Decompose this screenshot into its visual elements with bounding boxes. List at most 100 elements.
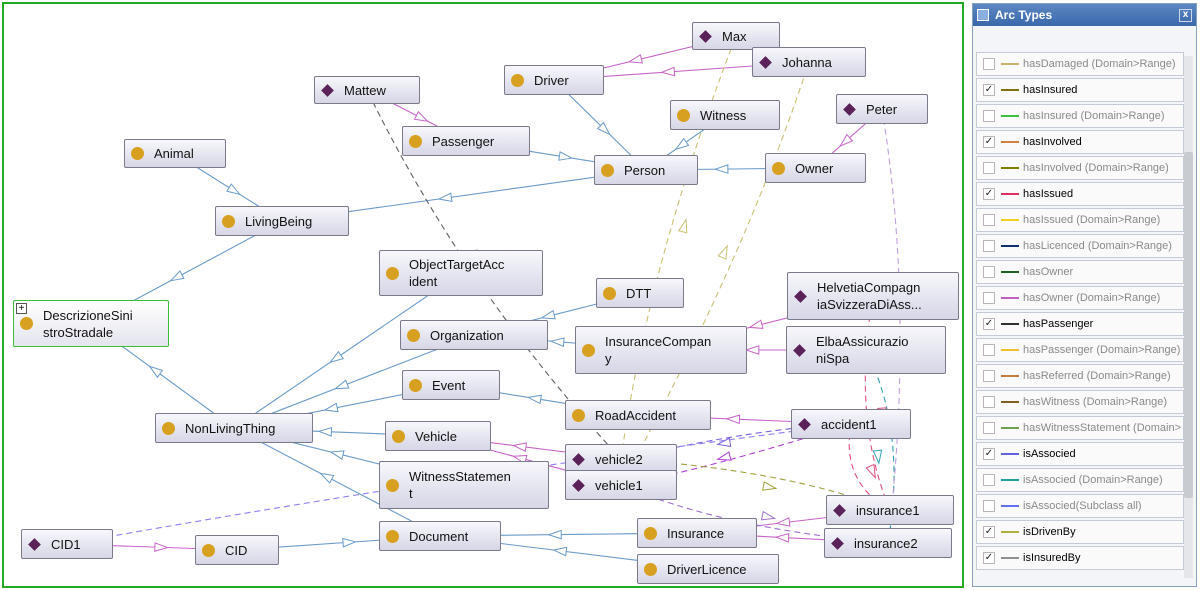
checkbox-checked[interactable]: ✓	[983, 136, 995, 148]
node-mattew[interactable]: Mattew	[314, 76, 420, 104]
node-insurance2[interactable]: insurance2	[824, 528, 952, 558]
arc-color-swatch	[1001, 89, 1019, 91]
node-organization[interactable]: Organization	[400, 320, 548, 350]
arc-color-swatch	[1001, 375, 1019, 377]
node-vehicle2[interactable]: vehicle2	[565, 444, 677, 474]
node-label: Peter	[866, 101, 898, 117]
panel-scrollbar[interactable]	[1184, 56, 1193, 578]
close-icon[interactable]: x	[1179, 8, 1192, 22]
arc-type-row[interactable]: ✓ isDrivenBy	[976, 520, 1184, 544]
individual-icon	[699, 30, 712, 43]
arc-color-swatch	[1001, 193, 1019, 195]
panel-header: Arc Types x	[973, 4, 1196, 26]
arc-type-row[interactable]: ✓isAssocied	[976, 442, 1184, 466]
class-icon	[601, 163, 614, 177]
node-event[interactable]: Event	[402, 370, 500, 400]
checkbox-checked[interactable]: ✓	[983, 526, 995, 538]
node-person[interactable]: Person	[594, 155, 698, 185]
node-max[interactable]: Max	[692, 22, 780, 50]
node-roadaccident[interactable]: RoadAccident	[565, 400, 711, 430]
checkbox-unchecked[interactable]	[983, 162, 995, 174]
node-label: insurance1	[856, 502, 920, 518]
checkbox-checked[interactable]: ✓	[983, 84, 995, 96]
node-helvetia[interactable]: HelvetiaCompagn iaSvizzeraDiAss...	[787, 272, 959, 320]
node-descrizione[interactable]: +DescrizioneSini stroStradale	[13, 300, 169, 347]
node-insurance[interactable]: Insurance	[637, 518, 757, 548]
checkbox-unchecked[interactable]	[983, 344, 995, 356]
arc-type-row[interactable]: hasIssued (Domain>Range)	[976, 208, 1184, 232]
node-label: Event	[432, 377, 466, 393]
checkbox-checked[interactable]: ✓	[983, 552, 995, 564]
node-elba[interactable]: ElbaAssicurazio niSpa	[786, 326, 946, 374]
arc-type-row[interactable]: hasOwner (Domain>Range)	[976, 286, 1184, 310]
checkbox-unchecked[interactable]	[983, 266, 995, 278]
checkbox-unchecked[interactable]	[983, 422, 995, 434]
checkbox-unchecked[interactable]	[983, 500, 995, 512]
arc-type-row[interactable]: ✓hasInsured	[976, 78, 1184, 102]
edge-arrow	[760, 510, 777, 521]
checkbox-unchecked[interactable]	[983, 214, 995, 226]
node-witnessstatement[interactable]: WitnessStatemen t	[379, 461, 549, 509]
checkbox-unchecked[interactable]	[983, 370, 995, 382]
node-vehicle[interactable]: Vehicle	[385, 421, 491, 451]
class-icon	[603, 286, 616, 300]
arc-type-row[interactable]: hasWitnessStatement (Domain>	[976, 416, 1184, 440]
arc-type-row[interactable]: hasLicenced (Domain>Range)	[976, 234, 1184, 258]
edge-arrow	[226, 183, 242, 196]
node-livingbeing[interactable]: LivingBeing	[215, 206, 349, 236]
node-johanna[interactable]: Johanna	[752, 47, 866, 77]
arc-type-label: isDrivenBy	[1023, 526, 1076, 538]
arc-type-row[interactable]: ✓hasIssued	[976, 182, 1184, 206]
node-insurancecompany[interactable]: InsuranceCompan y	[575, 326, 747, 374]
node-objecttarget[interactable]: ObjectTargetAcc ident	[379, 250, 543, 296]
edge-arrow	[547, 529, 562, 540]
arc-type-row[interactable]: hasDamaged (Domain>Range)	[976, 52, 1184, 76]
arc-type-row[interactable]: ✓isInsuredBy	[976, 546, 1184, 570]
arc-type-row[interactable]: isAssocied(Subclass all)	[976, 494, 1184, 518]
node-peter[interactable]: Peter	[836, 94, 928, 124]
expand-icon[interactable]: +	[16, 303, 27, 314]
node-witness[interactable]: Witness	[670, 100, 780, 130]
edge-arrow	[413, 110, 430, 122]
arc-type-row[interactable]: hasWitness (Domain>Range)	[976, 390, 1184, 414]
checkbox-unchecked[interactable]	[983, 396, 995, 408]
checkbox-unchecked[interactable]	[983, 240, 995, 252]
arc-type-row[interactable]: hasOwner	[976, 260, 1184, 284]
edge-arrow	[552, 546, 568, 557]
scroll-thumb[interactable]	[1184, 152, 1193, 498]
arc-type-row[interactable]: ✓hasPassenger	[976, 312, 1184, 336]
checkbox-checked[interactable]: ✓	[983, 188, 995, 200]
arc-type-row[interactable]: hasInsured (Domain>Range)	[976, 104, 1184, 128]
node-label: Person	[624, 162, 666, 178]
checkbox-unchecked[interactable]	[983, 292, 995, 304]
node-driver[interactable]: Driver	[504, 65, 604, 95]
node-animal[interactable]: Animal	[124, 139, 226, 168]
individual-icon	[321, 84, 334, 97]
checkbox-unchecked[interactable]	[983, 58, 995, 70]
node-document[interactable]: Document	[379, 521, 501, 551]
node-cid1[interactable]: CID1	[21, 529, 113, 559]
checkbox-checked[interactable]: ✓	[983, 448, 995, 460]
node-driverlicence[interactable]: DriverLicence	[637, 554, 779, 584]
node-nonliving[interactable]: NonLivingThing	[155, 413, 313, 443]
arc-type-row[interactable]: ✓hasInvolved	[976, 130, 1184, 154]
node-vehicle1[interactable]: vehicle1	[565, 470, 677, 500]
node-cid[interactable]: CID	[195, 535, 279, 565]
arc-types-panel: Arc Types x hasDamaged (Domain>Range)✓ha…	[972, 3, 1197, 587]
edge-arrow	[762, 481, 778, 491]
checkbox-unchecked[interactable]	[983, 110, 995, 122]
checkbox-unchecked[interactable]	[983, 474, 995, 486]
node-accident1[interactable]: accident1	[791, 409, 911, 439]
node-label: Insurance	[667, 525, 725, 541]
arc-color-swatch	[1001, 219, 1019, 221]
node-dtt[interactable]: DTT	[596, 278, 684, 308]
node-owner[interactable]: Owner	[765, 153, 866, 183]
arc-type-row[interactable]: hasReferred (Domain>Range)	[976, 364, 1184, 388]
arc-type-row[interactable]: isAssocied (Domain>Range)	[976, 468, 1184, 492]
arc-type-row[interactable]: hasPassenger (Domain>Range)	[976, 338, 1184, 362]
node-insurance1[interactable]: insurance1	[826, 495, 954, 525]
checkbox-checked[interactable]: ✓	[983, 318, 995, 330]
arc-type-row[interactable]: hasInvolved (Domain>Range)	[976, 156, 1184, 180]
node-passenger[interactable]: Passenger	[402, 126, 530, 156]
